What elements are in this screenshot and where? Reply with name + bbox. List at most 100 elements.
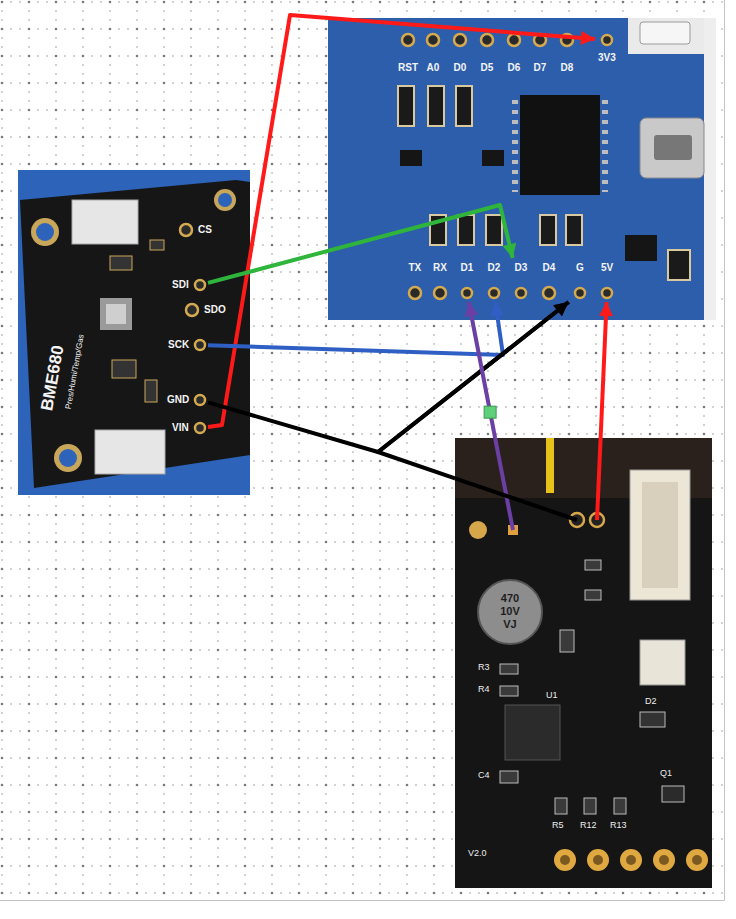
pin-hole: [489, 288, 499, 298]
sensor-chip: [100, 298, 132, 330]
pin-label: SDI: [172, 279, 189, 291]
silkscreen-label: R5: [552, 820, 564, 831]
smd-part: [145, 380, 157, 402]
chip-legs: [512, 100, 518, 192]
pin-label: GND: [167, 394, 189, 406]
pin-hole: [575, 288, 585, 298]
pin-hole: [195, 423, 205, 433]
pin-label: 5V: [601, 262, 613, 274]
pin-hole: [195, 340, 205, 350]
capacitor: [500, 771, 518, 783]
resistor: [555, 798, 567, 814]
mounting-hole: [59, 449, 77, 467]
pin-node: D3: [509, 258, 533, 302]
board-photo: [455, 438, 712, 888]
frame-line: [0, 900, 725, 901]
pin-node: G: [568, 258, 592, 302]
pin-label: D2: [488, 262, 501, 274]
board-node: 470 10V VJR3R4U1D2C4R5R12R13Q1V2.0: [455, 438, 712, 888]
board-node: CSSDOBME680Pres/Humi/Temp/GasSDISCKGNDVI…: [18, 170, 250, 495]
resistor: [428, 86, 444, 126]
sensor-chip: [106, 304, 126, 324]
wire-stub: [455, 478, 577, 520]
solder-pad: [554, 849, 576, 871]
pin-node: D1: [455, 258, 479, 302]
pin-node: SCK: [168, 336, 208, 354]
silkscreen-label: V2.0: [468, 848, 487, 859]
silkscreen-label: A0: [427, 62, 440, 74]
resistor: [398, 86, 414, 126]
pin-hole: [409, 287, 421, 299]
pin-node: VIN: [172, 419, 208, 437]
silkscreen-label: 470 10V VJ: [493, 592, 527, 632]
silkscreen-label: R3: [478, 662, 490, 673]
pin-hole: [602, 288, 612, 298]
pin-hole: [462, 288, 472, 298]
board-node: RSTA0D0D5D6D7D8TXRXD43V3D1D2D3G5V: [328, 18, 716, 320]
transistor: [662, 786, 684, 802]
yellow-wire: [546, 438, 554, 493]
board-photo: [18, 170, 250, 495]
pin-hole: [600, 33, 614, 47]
solder-pad: [587, 849, 609, 871]
transistor: [400, 150, 422, 166]
wire: [601, 302, 607, 438]
pin-hole: [193, 421, 207, 435]
silkscreen-label: R4: [478, 684, 490, 695]
pad-hole: [692, 855, 702, 865]
pin-label: D1: [461, 262, 474, 274]
dot-grid: [0, 0, 724, 900]
pin-hole: [460, 286, 474, 300]
smd-part: [585, 560, 601, 570]
silkscreen-label: D7: [534, 62, 547, 74]
photo-background: [704, 18, 716, 320]
pad-hole: [659, 855, 669, 865]
pin-label: VIN: [172, 422, 189, 434]
pin-node: D2: [482, 258, 506, 302]
solder-pad: [469, 521, 487, 539]
pin-hole: [180, 224, 192, 236]
pin-node: GND: [167, 391, 208, 409]
silkscreen-label: D8: [561, 62, 574, 74]
board-photo: [328, 18, 716, 320]
connector-slot: [642, 482, 678, 588]
pin-label: SCK: [168, 339, 189, 351]
smd-part: [112, 360, 136, 378]
usb-port: [654, 135, 692, 160]
silkscreen-label: R13: [610, 820, 627, 831]
mounting-hole: [214, 189, 236, 211]
silkscreen-label: Q1: [660, 768, 672, 779]
pin-hole: [514, 286, 528, 300]
pin-hole: [573, 286, 587, 300]
pin-hole: [454, 34, 466, 46]
silkscreen-label: D4: [543, 262, 556, 274]
resistor: [500, 686, 518, 696]
solder-pad: [686, 849, 708, 871]
pin-hole: [434, 287, 446, 299]
resistor: [584, 798, 596, 814]
pin-hole: [186, 304, 198, 316]
stemma-connector: [72, 200, 138, 244]
mounting-hole: [218, 193, 232, 207]
ic-chip: [505, 705, 560, 760]
silkscreen-label: TX: [409, 262, 422, 274]
silkscreen-label: R12: [580, 820, 597, 831]
wire: [378, 302, 569, 478]
reset-button: [640, 22, 690, 44]
smd-part: [585, 590, 601, 600]
smd-part: [110, 256, 132, 270]
wire-stub: [597, 438, 601, 520]
stemma-connector: [95, 430, 165, 474]
silkscreen-label: D2: [645, 696, 657, 707]
pin-hole: [193, 278, 207, 292]
resistor: [540, 215, 556, 245]
pin-hole: [516, 288, 526, 298]
wire-stub: [495, 438, 513, 530]
silkscreen-label: D0: [454, 62, 467, 74]
silkscreen-label: CS: [198, 224, 212, 236]
jst-connector: [640, 640, 685, 685]
resistor: [456, 86, 472, 126]
solder-pad: [653, 849, 675, 871]
